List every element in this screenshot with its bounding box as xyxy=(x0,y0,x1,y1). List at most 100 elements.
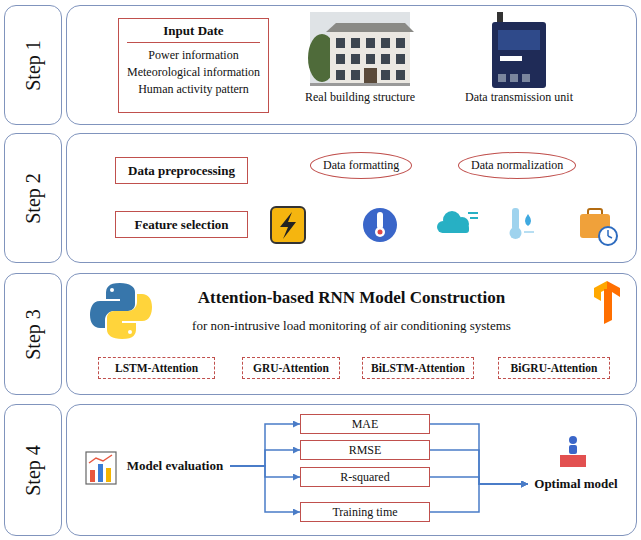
node-text: Feature selection xyxy=(135,217,229,233)
model-box: LSTM-Attention xyxy=(98,357,215,379)
node-text: Attention-based RNN Model Construction xyxy=(198,288,505,308)
evaluation-label: Model evaluation xyxy=(120,455,230,477)
node-text: Data normalization xyxy=(471,158,563,173)
thermometer xyxy=(512,208,519,230)
step-panel: Input DatePower informationMeteorologica… xyxy=(66,5,637,125)
thermometer-bulb xyxy=(375,227,385,237)
weather-icon xyxy=(437,211,478,233)
transmission-device xyxy=(492,12,546,88)
step-tab: Step 3 xyxy=(4,273,62,395)
humidity-icon xyxy=(510,208,535,239)
node-text: Step 4 xyxy=(22,445,45,496)
python-logo xyxy=(90,283,152,339)
node-text: Step 3 xyxy=(22,309,45,360)
icon-ground xyxy=(271,207,305,243)
chart-frame xyxy=(86,452,116,484)
node-text: R-squared xyxy=(340,470,389,485)
process-box: Data preprocessing xyxy=(115,157,248,184)
window xyxy=(381,38,390,48)
metric-box: Training time xyxy=(300,502,430,522)
person-head xyxy=(569,436,577,444)
step-tab: Step 1 xyxy=(4,5,62,125)
step-tab: Step 4 xyxy=(4,404,62,536)
facade xyxy=(330,32,410,84)
result-label: Optimal model xyxy=(528,474,624,494)
window xyxy=(336,54,345,64)
image-caption: Real building structure xyxy=(305,90,415,105)
icon-ground xyxy=(363,208,397,242)
window xyxy=(396,54,405,64)
person-body xyxy=(569,445,577,454)
clock-hand xyxy=(607,230,609,236)
thermometer-fill xyxy=(378,230,383,235)
node-text: Input Date xyxy=(127,22,260,43)
building-photo xyxy=(308,12,414,86)
schedule-icon xyxy=(580,209,617,245)
python-eye xyxy=(128,330,132,334)
metric-box: MAE xyxy=(300,414,430,434)
input-box: Input DatePower informationMeteorologica… xyxy=(118,18,269,113)
node-text: Step 2 xyxy=(22,173,45,224)
cloud-part xyxy=(441,225,469,233)
clock-hand xyxy=(608,236,612,238)
tensorflow-logo xyxy=(594,281,620,324)
door xyxy=(364,68,377,84)
window xyxy=(351,70,360,80)
window xyxy=(351,38,360,48)
podium-icon xyxy=(560,436,586,467)
connector-arrow xyxy=(430,450,528,484)
step-panel: Data preprocessing Data formatting Data no… xyxy=(66,133,637,263)
thermometer-bulb xyxy=(510,227,522,239)
process-box: Feature selection xyxy=(115,211,248,238)
roof xyxy=(326,23,414,32)
device-plate xyxy=(500,56,522,61)
node-text: LSTM-Attention xyxy=(115,362,198,374)
window xyxy=(381,70,390,80)
tf-part xyxy=(604,281,620,324)
node-subtext: Meteorological information xyxy=(127,64,260,81)
node-text: Data preprocessing xyxy=(128,163,235,179)
window xyxy=(351,54,360,64)
window xyxy=(336,70,345,80)
temperature-icon xyxy=(363,208,397,242)
node-subtext: for non-intrusive load monitoring of air… xyxy=(192,318,511,334)
window xyxy=(366,38,375,48)
device-panel xyxy=(498,30,540,50)
wind-line xyxy=(468,212,478,214)
metric-box: RMSE xyxy=(300,440,430,460)
node-subtext: Human activity pattern xyxy=(138,81,249,98)
connector-arrow xyxy=(230,450,300,466)
node-text: Step 1 xyxy=(22,40,45,91)
model-box: GRU-Attention xyxy=(242,357,340,379)
python-half xyxy=(107,294,152,339)
window xyxy=(336,38,345,48)
snow-line xyxy=(524,231,534,233)
connector-arrow xyxy=(430,484,528,512)
image-caption: Data transmission unit xyxy=(465,90,573,105)
chart-icon xyxy=(86,452,116,484)
method-ellipse: Data formatting xyxy=(310,152,412,179)
connector-arrow xyxy=(230,466,300,512)
bar xyxy=(90,470,95,482)
model-box: BiLSTM-Attention xyxy=(362,357,474,379)
connector-arrow xyxy=(430,424,528,484)
node-text: MAE xyxy=(352,417,379,432)
node-text: BiLSTM-Attention xyxy=(371,362,465,374)
wind-line xyxy=(470,217,478,219)
method-ellipse: Data normalization xyxy=(458,152,576,179)
step-tab: Step 2 xyxy=(4,133,62,263)
device-port xyxy=(510,74,518,82)
bar xyxy=(98,464,103,482)
clock xyxy=(599,227,617,245)
python-eye xyxy=(110,288,114,292)
node-text: Training time xyxy=(332,505,397,520)
node-text: RMSE xyxy=(349,443,382,458)
device-port xyxy=(522,74,530,82)
window xyxy=(396,70,405,80)
step-panel: Attention-based RNN Model Construction fo… xyxy=(66,273,637,395)
bolt xyxy=(280,212,296,239)
droplet xyxy=(525,214,531,226)
